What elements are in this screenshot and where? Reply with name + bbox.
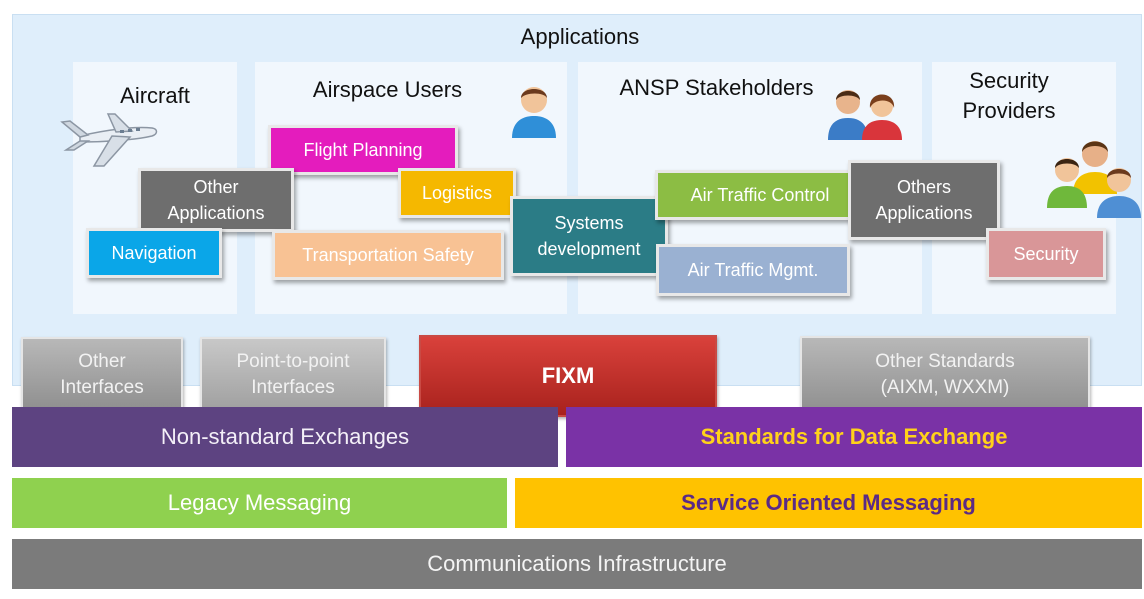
security-providers-heading: Security Providers [962,68,1056,123]
security-box: Security [986,228,1106,280]
applications-title: Applications [520,24,640,49]
systems-development-box: Systems development [510,196,668,276]
transportation-safety-box: Transportation Safety [272,230,504,280]
people-pair-icon [826,80,904,142]
other-standards-box: Other Standards (AIXM, WXXM) [800,336,1090,414]
logistics-box: Logistics [398,168,516,218]
fixm-box: FIXM [419,335,717,417]
air-traffic-mgmt-box: Air Traffic Mgmt. [656,244,850,296]
air-traffic-control-box: Air Traffic Control [655,170,865,220]
point-to-point-interfaces-box: Point-to-point Interfaces [200,337,386,412]
other-applications-box: Other Applications [138,168,294,232]
navigation-box: Navigation [86,228,222,278]
airplane-icon [50,104,160,174]
people-group-icon [1045,124,1143,220]
service-oriented-messaging-layer: Service Oriented Messaging [515,478,1142,528]
standards-for-data-exchange-layer: Standards for Data Exchange [566,407,1142,467]
others-applications-box: Others Applications [848,160,1000,240]
legacy-messaging-layer: Legacy Messaging [12,478,507,528]
communications-infrastructure-layer: Communications Infrastructure [12,539,1142,589]
airspace-users-heading: Airspace Users [312,77,463,102]
aircraft-heading: Aircraft [120,83,190,108]
flight-planning-box: Flight Planning [268,125,458,175]
other-interfaces-box: Other Interfaces [21,337,183,412]
ansp-stakeholders-heading: ANSP Stakeholders [619,75,814,100]
non-standard-exchanges-layer: Non-standard Exchanges [12,407,558,467]
person-icon [508,80,560,140]
